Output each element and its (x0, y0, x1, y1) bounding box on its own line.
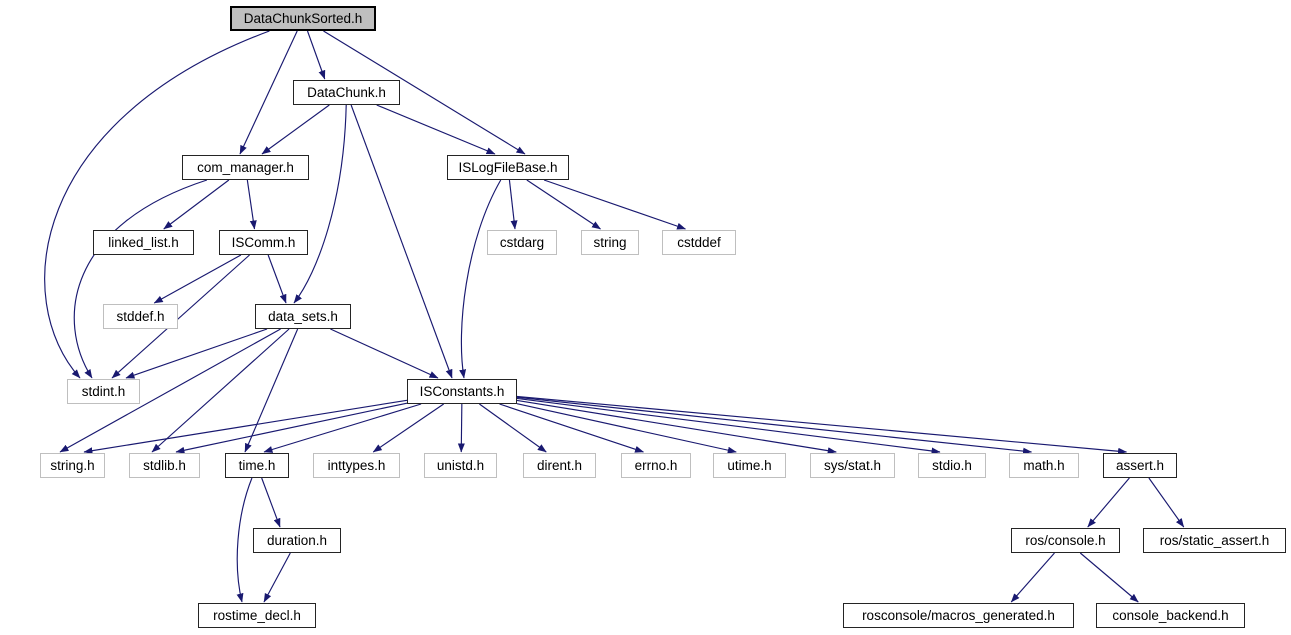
node-isconstants-h[interactable]: ISConstants.h (407, 379, 517, 404)
node-stdio-h: stdio.h (918, 453, 986, 478)
node-inttypes-h: inttypes.h (313, 453, 400, 478)
edge-iscomm-to-ds (267, 254, 287, 304)
edge-dcs-to-islog (323, 30, 526, 155)
edge-isc-to-stringh (83, 399, 408, 455)
edge-isc-to-stdio (516, 397, 941, 455)
edge-ds-to-stdint (125, 328, 268, 379)
node-linked-list-h[interactable]: linked_list.h (93, 230, 194, 255)
edge-isc-to-time (263, 403, 422, 453)
edge-islog-to-stringhdr (526, 179, 601, 230)
node-string: string (581, 230, 639, 255)
edge-cm-to-ll (163, 179, 230, 230)
node-time-h[interactable]: time.h (225, 453, 289, 478)
node-stdlib-h: stdlib.h (129, 453, 200, 478)
edge-dc-to-isc (350, 104, 453, 379)
edge-islog-to-cstdarg (508, 179, 518, 230)
node-datachunk-h[interactable]: DataChunk.h (293, 80, 400, 105)
node-islogfilebase-h[interactable]: ISLogFileBase.h (447, 155, 569, 180)
node-ros-static-assert-h[interactable]: ros/static_assert.h (1143, 528, 1286, 553)
node-data-sets-h[interactable]: data_sets.h (255, 304, 351, 329)
node-stdint-h: stdint.h (67, 379, 140, 404)
edge-isc-to-sysstat (516, 399, 837, 455)
edge-dc-to-islog (376, 104, 496, 155)
edge-cm-to-iscomm (246, 179, 257, 230)
edge-cm-to-stdint (73, 179, 208, 379)
node-unistd-h: unistd.h (424, 453, 497, 478)
edge-dcs-to-stdint (44, 30, 270, 379)
edge-ds-to-isc (330, 328, 439, 379)
node-com-manager-h[interactable]: com_manager.h (182, 155, 309, 180)
edge-ds-to-stdlib (151, 328, 290, 453)
node-console-backend-h[interactable]: console_backend.h (1096, 603, 1245, 628)
node-errno-h: errno.h (621, 453, 691, 478)
edge-ds-to-stringh (59, 328, 281, 453)
node-string-h: string.h (40, 453, 105, 478)
edge-isc-to-errno (499, 403, 644, 453)
node-utime-h: utime.h (713, 453, 786, 478)
node-stddef-h: stddef.h (103, 304, 178, 329)
edge-isc-to-utime (516, 403, 737, 454)
edge-duration-to-rostime (263, 552, 291, 603)
node-rostime-decl-h[interactable]: rostime_decl.h (198, 603, 316, 628)
node-dirent-h: dirent.h (523, 453, 596, 478)
edge-iscomm-to-stdint (111, 254, 250, 379)
edge-assert-to-rosstatic (1148, 477, 1185, 528)
node-rosconsole-macros-generated-h[interactable]: rosconsole/macros_generated.h (843, 603, 1074, 628)
node-duration-h[interactable]: duration.h (253, 528, 341, 553)
edge-isc-to-inttypes (372, 403, 444, 453)
edge-ds-to-time (244, 328, 299, 453)
edge-time-to-rostime (236, 477, 253, 603)
edge-dc-to-ds (293, 104, 347, 304)
edge-dc-to-cm (261, 104, 330, 155)
edge-time-to-duration (261, 477, 281, 528)
node-ros-console-h[interactable]: ros/console.h (1011, 528, 1120, 553)
edge-isc-to-dirent (479, 403, 547, 453)
edge-isc-to-assert (516, 395, 1127, 455)
edge-dcs-to-dc (306, 30, 326, 80)
edge-isc-to-stdlib (175, 402, 408, 454)
node-datachunksorted-h: DataChunkSorted.h (230, 6, 376, 31)
edge-islog-to-cstddef (543, 179, 686, 230)
node-math-h: math.h (1009, 453, 1079, 478)
edge-rosconsole-to-macros (1010, 552, 1055, 603)
edge-isc-to-unistd (457, 403, 465, 453)
edge-islog-to-isc (459, 179, 502, 379)
node-iscomm-h[interactable]: ISComm.h (219, 230, 308, 255)
edge-assert-to-rosconsole (1087, 477, 1130, 528)
edge-rosconsole-to-backend (1079, 552, 1139, 603)
edge-dcs-to-cm (239, 30, 298, 155)
node-sys-stat-h: sys/stat.h (810, 453, 895, 478)
edge-isc-to-math (516, 396, 1032, 455)
node-cstdarg: cstdarg (487, 230, 557, 255)
node-assert-h[interactable]: assert.h (1103, 453, 1177, 478)
edge-group (44, 30, 1185, 603)
edge-iscomm-to-stddef (153, 254, 242, 304)
node-cstddef: cstddef (662, 230, 736, 255)
